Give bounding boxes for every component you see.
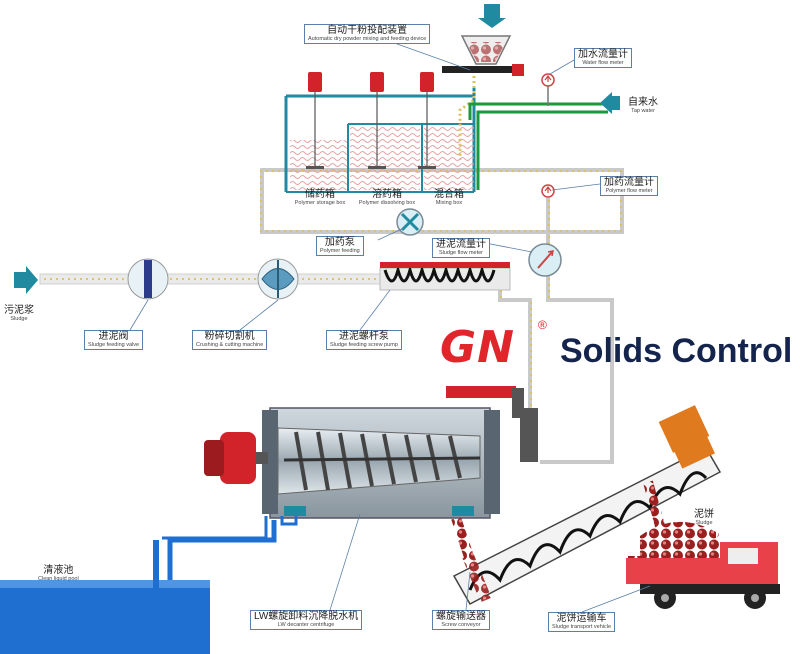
screw-conveyor-machine	[452, 405, 722, 606]
agitator-motor-1	[308, 72, 322, 92]
agitator-motor-2	[370, 72, 384, 92]
sludge-truck	[626, 521, 780, 609]
screw-pump	[383, 264, 496, 283]
polymer-tanks	[260, 72, 624, 234]
sludge-feed-line	[14, 243, 614, 464]
agitator-motor-3	[420, 72, 434, 92]
water-supply	[468, 73, 620, 190]
polymer-line	[396, 184, 614, 440]
sludge-feeding-valve	[144, 260, 152, 298]
sludge-inlet-arrow	[14, 266, 38, 294]
clean-liquid-pool	[0, 540, 210, 654]
leader-lines	[129, 39, 651, 613]
decanter-motor	[220, 432, 256, 484]
brand-name: Solids Control	[560, 332, 793, 370]
dry-powder-hopper	[442, 4, 524, 160]
decanter-centrifuge	[162, 386, 538, 600]
gn-logo: GN	[440, 322, 515, 373]
gn-brand: GN ® Solids Control	[440, 318, 792, 378]
registered-mark: ®	[538, 318, 547, 332]
